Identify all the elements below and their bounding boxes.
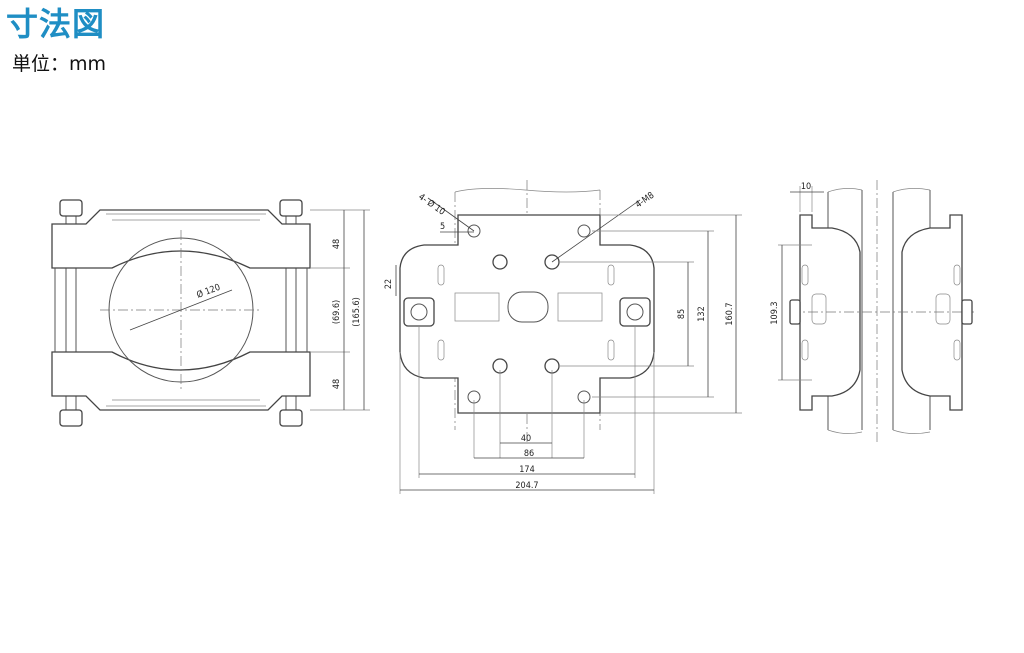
dim-height-132: 132 bbox=[697, 306, 707, 321]
dim-bottom: 48 bbox=[332, 379, 342, 389]
dim-hole-callout: 4- Ø 10 bbox=[416, 191, 447, 217]
dim-tap-callout: 4-M8 bbox=[634, 191, 656, 211]
dim-width-174: 174 bbox=[519, 465, 534, 475]
dim-top: 48 bbox=[332, 239, 342, 249]
dim-offset-22: 22 bbox=[384, 279, 394, 289]
page-title: 寸法図 bbox=[6, 5, 106, 43]
dim-side-thickness: 10 bbox=[801, 182, 811, 192]
front-view: Ø 120 48 (69.6) (165.6) 48 bbox=[51, 199, 370, 427]
unit-label: 単位：mm bbox=[12, 53, 107, 75]
dim-side-height: 109.3 bbox=[770, 301, 780, 324]
dim-middle: (69.6) bbox=[332, 300, 342, 324]
dim-total: (165.6) bbox=[352, 297, 362, 327]
dim-offset-5: 5 bbox=[440, 222, 445, 232]
dim-diameter: Ø 120 bbox=[195, 282, 222, 301]
side-view: 10 109.3 bbox=[770, 180, 974, 445]
dim-width-204: 204.7 bbox=[515, 481, 538, 491]
dim-width-40: 40 bbox=[521, 434, 531, 444]
dim-height-160: 160.7 bbox=[725, 302, 735, 325]
dim-height-85: 85 bbox=[677, 309, 687, 319]
plate-view: 4- Ø 10 4-M8 5 22 40 86 174 204.7 85 bbox=[384, 180, 742, 494]
dim-width-86: 86 bbox=[524, 449, 534, 459]
